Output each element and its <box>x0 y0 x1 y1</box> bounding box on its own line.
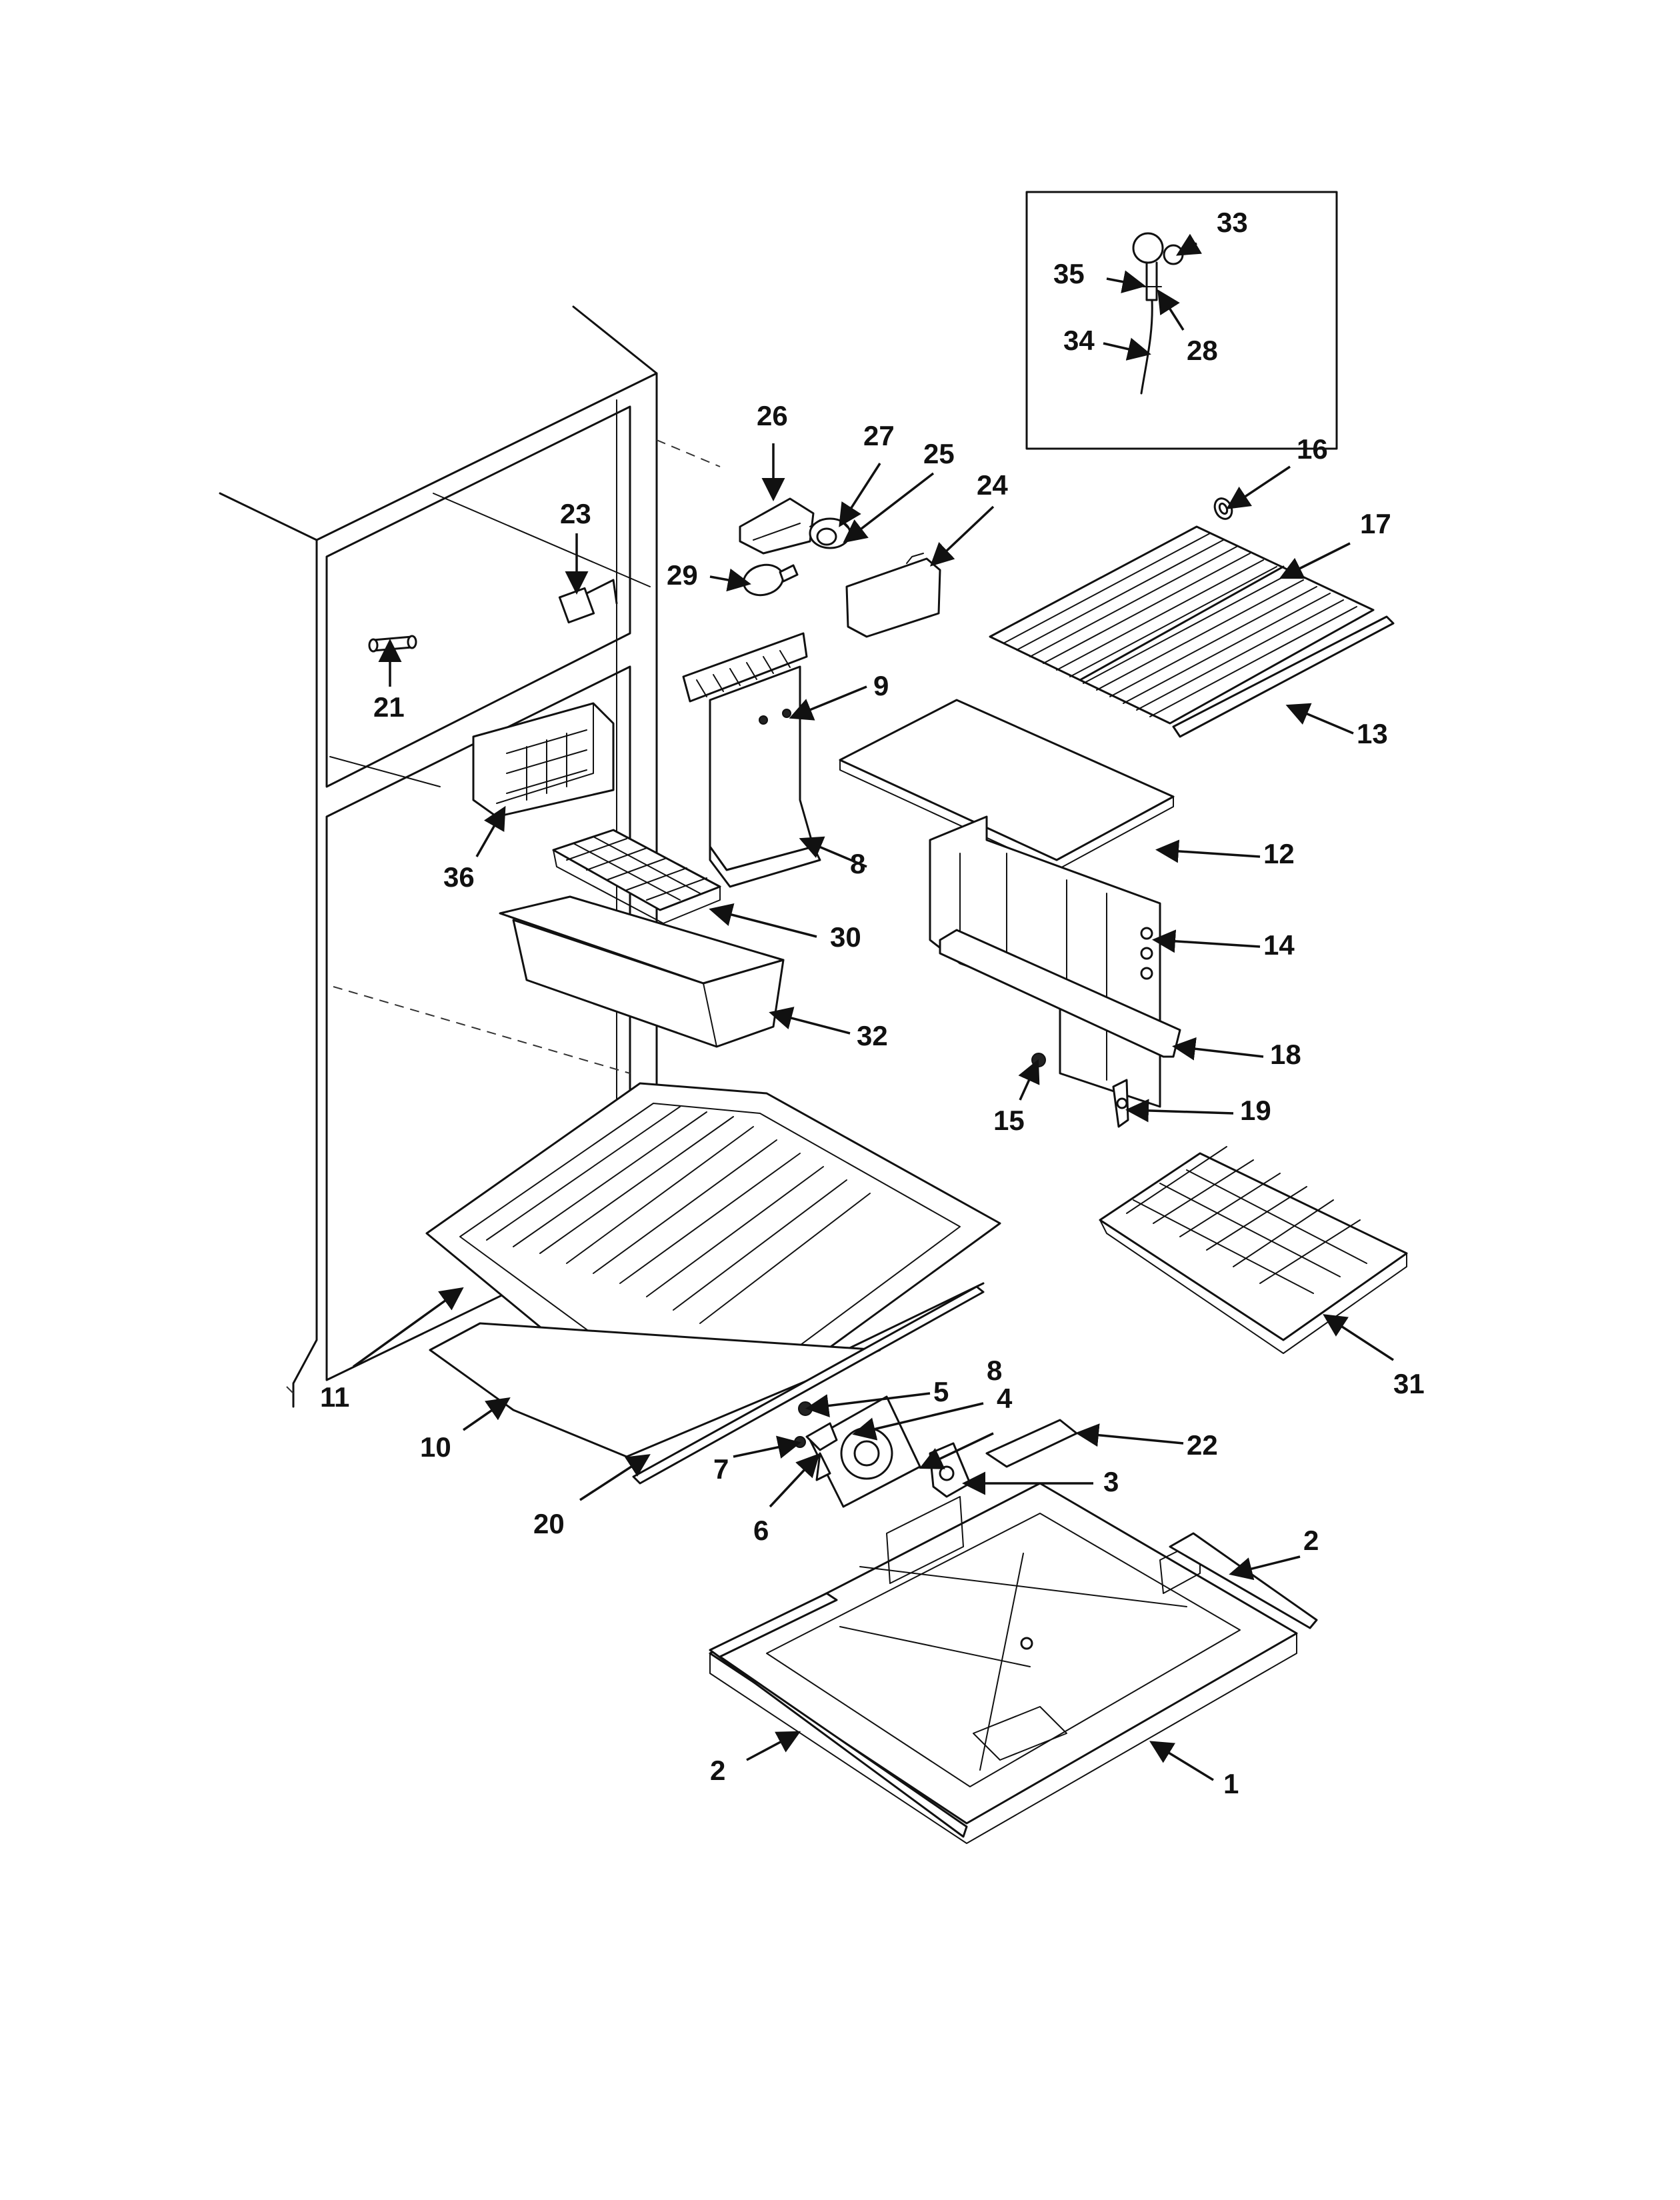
callout-2-right: 2 <box>1303 1525 1319 1556</box>
callout-28: 27 <box>863 420 895 451</box>
callout-labels: 33 35 28 34 26 27 25 24 16 17 13 23 29 9… <box>320 207 1425 1799</box>
callout-35: 34 <box>1063 325 1095 356</box>
callout-16: 15 <box>993 1105 1025 1136</box>
light-shield <box>739 497 815 555</box>
trim-strip <box>632 1285 985 1485</box>
bracket-20 <box>1112 1079 1129 1128</box>
ice-bin <box>499 895 785 1048</box>
crisper-frame <box>929 815 1161 1108</box>
callout-26: 25 <box>923 438 955 469</box>
base-pan <box>709 1482 1298 1844</box>
light-cover <box>845 553 941 638</box>
callout-8: 8 <box>987 1355 1002 1386</box>
callout-33: 32 <box>857 1020 888 1051</box>
callout-5: 5 <box>933 1376 949 1407</box>
damper-control <box>558 579 618 624</box>
air-duct <box>682 632 821 888</box>
callout-13: 12 <box>1263 838 1295 869</box>
callout-27: 26 <box>757 400 788 431</box>
callout-18: 17 <box>1360 508 1391 539</box>
callout-17: 16 <box>1297 433 1328 465</box>
callout-24: 23 <box>560 498 591 529</box>
callout-22: 21 <box>373 691 405 723</box>
callout-31: 30 <box>830 921 861 953</box>
callout-9: 8 <box>850 848 865 879</box>
grommet <box>1213 497 1233 520</box>
callout-25: 24 <box>977 469 1008 501</box>
callout-21: 20 <box>533 1508 565 1539</box>
light-socket <box>809 517 851 549</box>
callout-15: 14 <box>1263 929 1295 961</box>
rail-right <box>1169 1532 1318 1629</box>
glass-shelf <box>839 699 1175 871</box>
callout-20: 19 <box>1240 1095 1271 1126</box>
ice-storage-bin <box>472 702 615 818</box>
wire-shelf <box>989 525 1375 725</box>
callout-14: 13 <box>1357 718 1388 749</box>
callout-7: 7 <box>713 1453 729 1485</box>
callout-10: 9 <box>873 670 889 701</box>
shelf-pin <box>368 635 417 653</box>
callout-2-left: 2 <box>710 1755 725 1786</box>
callout-29: 28 <box>1187 335 1218 366</box>
baffle <box>985 1419 1078 1468</box>
callout-3: 3 <box>1103 1466 1119 1497</box>
screw-16 <box>1031 1053 1046 1067</box>
leader-lines <box>352 233 1394 1781</box>
shelf-trim <box>1172 615 1395 738</box>
inset-box <box>1025 191 1338 450</box>
rail-left <box>709 1592 968 1838</box>
freezer-rack <box>1099 1146 1408 1354</box>
callout-12: 11 <box>320 1381 349 1413</box>
callout-36: 35 <box>1053 258 1085 289</box>
callout-6: 6 <box>753 1515 769 1546</box>
callout-32: 31 <box>1393 1368 1425 1399</box>
callout-30: 29 <box>667 559 698 591</box>
callout-37: 36 <box>443 861 475 893</box>
ice-cube-tray <box>552 829 721 924</box>
light-bulb <box>742 563 799 597</box>
callout-34: 33 <box>1217 207 1248 238</box>
callout-19: 18 <box>1270 1039 1301 1070</box>
callout-1: 1 <box>1223 1768 1239 1799</box>
callout-23: 22 <box>1187 1429 1218 1461</box>
callout-11: 10 <box>420 1431 451 1463</box>
callout-4: 4 <box>997 1383 1013 1414</box>
